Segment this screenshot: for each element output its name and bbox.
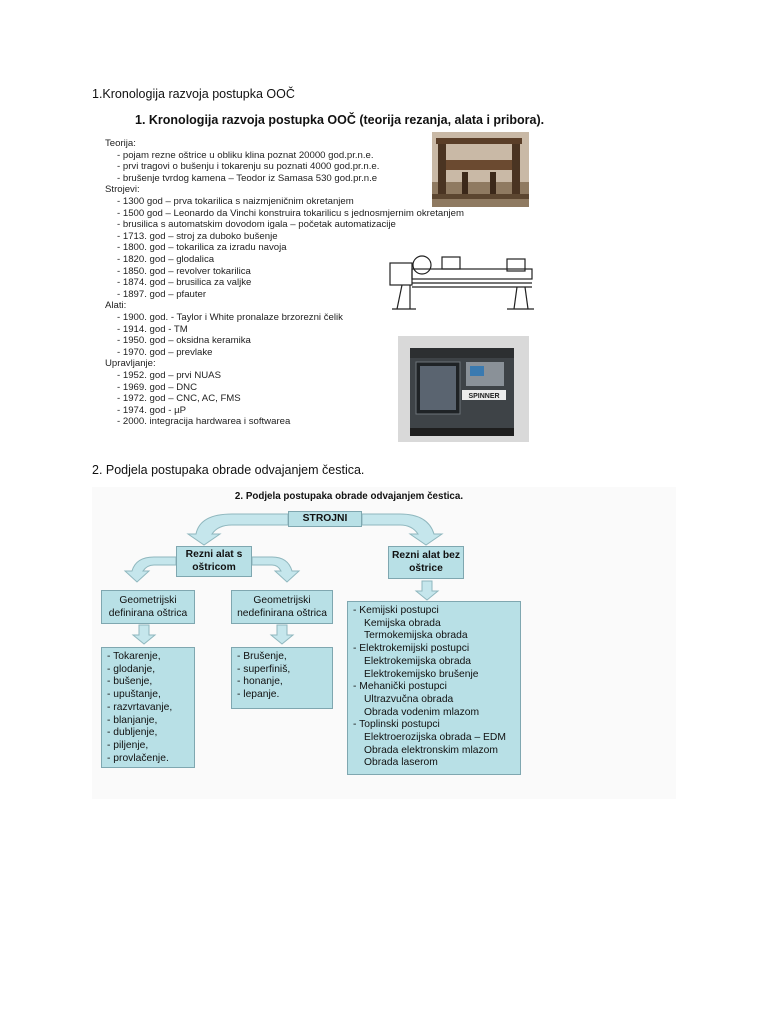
arrow-left-geo-def (123, 556, 177, 583)
section1-heading: 1.Kronologija razvoja postupka OOČ (92, 87, 295, 101)
geo-undefined-box: Geometrijski nedefinirana oštrica (231, 590, 333, 624)
chronology-item: - 1952. god – prvi NUAS (117, 370, 221, 381)
section2-heading: 2. Podjela postupaka obrade odvajanjem č… (92, 463, 365, 477)
process-list-item: - lepanje. (237, 689, 280, 701)
branch-left-label: Rezni alat s oštricom (185, 549, 243, 573)
chronology-item: - 1300 god – prva tokarilica s naizmjeni… (117, 196, 354, 207)
process-list-item: Obrada vodenim mlazom (364, 706, 480, 718)
process-list-item: - blanjanje, (107, 714, 158, 726)
chronology-title: 1. Kronologija razvoja postupka OOČ (teo… (135, 113, 545, 127)
chronology-item: - 1900. god. - Taylor i White pronalaze … (117, 312, 343, 323)
process-list-item: Obrada laserom (364, 757, 438, 769)
process-list-item: - upuštanje, (107, 689, 161, 701)
chronology-item: - 1950. god – oksidna keramika (117, 335, 251, 347)
process-list-item: - piljenje, (107, 739, 149, 751)
diagram-arrows (123, 513, 444, 645)
process-list-item: - Mehanički postupci (353, 681, 447, 693)
branch-right-label: Rezni alat bez oštrice (391, 550, 461, 574)
process-list-item: Termokemijska obrada (364, 630, 468, 642)
chronology-item: - 1974. god - µP (117, 404, 186, 416)
chronology-item: - 1970. god – prevlake (117, 346, 213, 358)
classification-diagram: 2. Podjela postupaka obrade odvajanjem č… (92, 487, 676, 799)
arrow-right-down (414, 580, 440, 601)
root-box: STROJNI (288, 511, 362, 527)
process-list-item: - dubljenje, (107, 727, 158, 739)
chronology-item: - 1972. god – CNC, AC, FMS (117, 393, 241, 405)
cnc-machine-photo: SPINNER (398, 336, 529, 442)
branch-right-box: Rezni alat bez oštrice (388, 546, 464, 579)
process-list-item: - glodanje, (107, 663, 156, 675)
process-list-item: Elektroerozijska obrada – EDM (364, 732, 506, 744)
chronology-item: - 1897. god – pfauter (117, 288, 207, 300)
process-list-item: - Toplinski postupci (353, 719, 440, 731)
chronology-item: - pojam rezne oštrice u obliku klina poz… (117, 149, 374, 161)
chronology-item: - brusilica s automatskim dovodom igala … (117, 219, 396, 231)
process-list-item: Ultrazvučna obrada (364, 693, 454, 705)
process-list-item: - superfiniš, (237, 663, 291, 675)
defined-process-list: - Tokarenje,- glodanje,- bušenje,- upušt… (101, 647, 195, 768)
undefined-process-list: - Brušenje,- superfiniš,- honanje,- lepa… (231, 647, 333, 709)
chronology-category: Teorija: (105, 138, 136, 149)
process-list-item: - bušenje, (107, 676, 153, 688)
chronology-category: Upravljanje: (105, 358, 156, 370)
arrow-left-geo-undef (251, 556, 301, 583)
geo-defined-box: Geometrijski definirana oštrica (101, 590, 195, 624)
arrow-geo-def-down (131, 624, 157, 645)
chronology-item: - 1874. god – brusilica za valjke (117, 277, 252, 289)
root-label: STROJNI (302, 513, 348, 524)
chronology-item: - 1713. god – stroj za duboko bušenje (117, 230, 278, 242)
chronology-category: Strojevi: (105, 184, 140, 196)
geo-defined-label: Geometrijski definirana oštrica (108, 595, 188, 619)
geo-undefined-label: Geometrijski nedefinirana oštrica (237, 595, 327, 619)
chronology-scan: 1. Kronologija razvoja postupka OOČ (teo… (95, 105, 545, 447)
chronology-item: - 1820. god – glodalica (117, 254, 215, 265)
arrow-root-right (361, 513, 444, 546)
process-list-item: - provlačenje. (107, 752, 169, 764)
process-list-item: - Tokarenje, (107, 651, 161, 662)
chronology-item: - 1800. god – tokarilica za izradu navoj… (117, 242, 287, 254)
engine-lathe-drawing (382, 243, 545, 315)
chronology-category: Alati: (105, 300, 127, 312)
process-list-item: Kemijska obrada (364, 617, 441, 629)
process-list-item: Elektrokemijska obrada (364, 655, 472, 667)
chronology-item: - 1850. god – revolver tokarilica (117, 265, 251, 277)
arrow-root-left (186, 513, 289, 546)
chronology-item: - 1500 god – Leonardo da Vinchi konstrui… (117, 207, 464, 219)
chronology-item: - 1914. god - TM (117, 323, 188, 335)
chronology-item: - 1969. god – DNC (117, 381, 197, 393)
process-list-item: - honanje, (237, 676, 283, 688)
process-list-item: - Brušenje, (237, 651, 287, 662)
arrow-geo-undef-down (269, 624, 295, 645)
process-list-item: Elektrokemijsko brušenje (364, 668, 479, 680)
process-list-item: - Kemijski postupci (353, 605, 439, 616)
diagram-title: 2. Podjela postupaka obrade odvajanjem č… (234, 491, 464, 502)
process-list-item: - razvrtavanje, (107, 701, 173, 713)
wooden-lathe-photo (432, 132, 529, 207)
cnc-brand-label: SPINNER (468, 393, 499, 400)
branch-left-box: Rezni alat s oštricom (176, 546, 252, 577)
chronology-item: - brušenje tvrdog kamena – Teodor iz Sam… (117, 172, 378, 184)
chronology-item: - prvi tragovi o bušenju i tokarenju su … (117, 161, 380, 173)
chronology-item: - 2000. integracija hardwarea i software… (117, 416, 291, 428)
process-list-item: Obrada elektronskim mlazom (364, 744, 498, 756)
process-list-item: - Elektrokemijski postupci (353, 643, 470, 655)
